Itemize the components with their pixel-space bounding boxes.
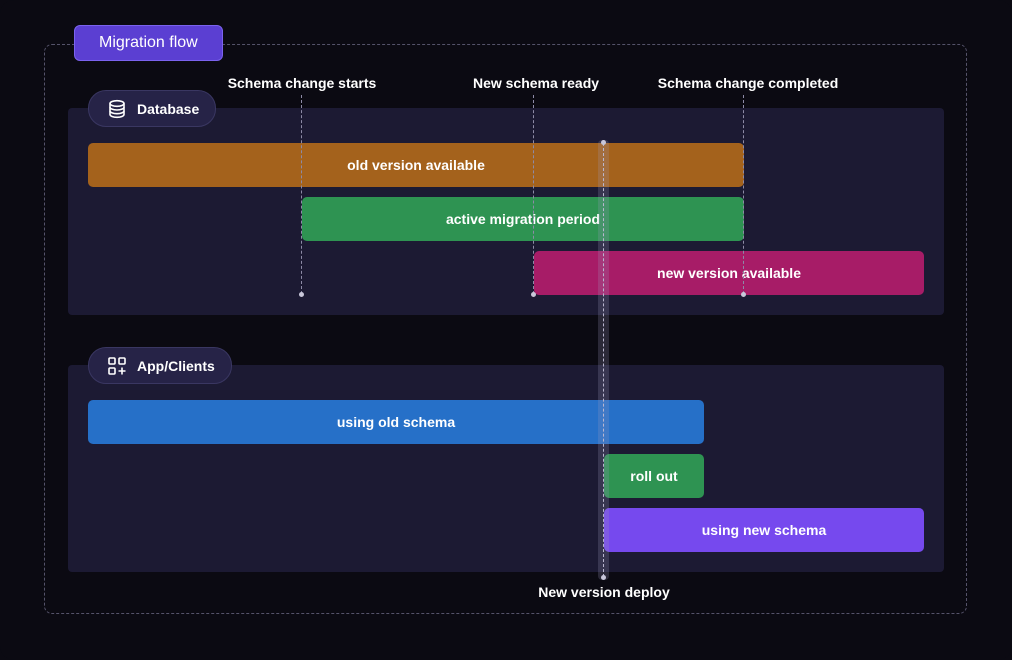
marker-label-new-version-deploy: New version deploy — [538, 584, 670, 600]
database-icon — [109, 99, 125, 118]
marker-line-new-version-deploy — [603, 143, 604, 577]
marker-line-schema-change-completed — [743, 95, 744, 294]
marker-dot-deploy-bottom — [601, 575, 606, 580]
marker-dot-schema-change-starts — [299, 292, 304, 297]
marker-dot-deploy-top — [601, 140, 606, 145]
bar-using-new-schema: using new schema — [604, 508, 924, 552]
marker-line-schema-change-starts — [301, 95, 302, 294]
marker-label-schema-change-starts: Schema change starts — [227, 75, 377, 91]
database-label-text: Database — [137, 100, 200, 117]
marker-label-new-schema-ready: New schema ready — [472, 75, 600, 91]
diagram-outline — [44, 44, 967, 614]
diagram-title: Migration flow — [74, 25, 223, 61]
marker-label-schema-change-completed: Schema change completed — [657, 75, 839, 91]
bar-old-version-available: old version available — [88, 143, 744, 187]
bar-new-version-available: new version available — [534, 251, 924, 295]
bar-roll-out: roll out — [604, 454, 704, 498]
marker-dot-schema-change-completed — [741, 292, 746, 297]
marker-dot-new-schema-ready — [531, 292, 536, 297]
database-section-label: Database — [88, 90, 217, 127]
bar-active-migration-period: active migration period — [302, 197, 744, 241]
marker-line-new-schema-ready — [533, 95, 534, 294]
app-clients-label-text: App/Clients — [137, 357, 215, 374]
bar-using-old-schema: using old schema — [88, 400, 704, 444]
app-clients-section-label: App/Clients — [88, 347, 232, 384]
apps-add-icon — [108, 356, 126, 375]
